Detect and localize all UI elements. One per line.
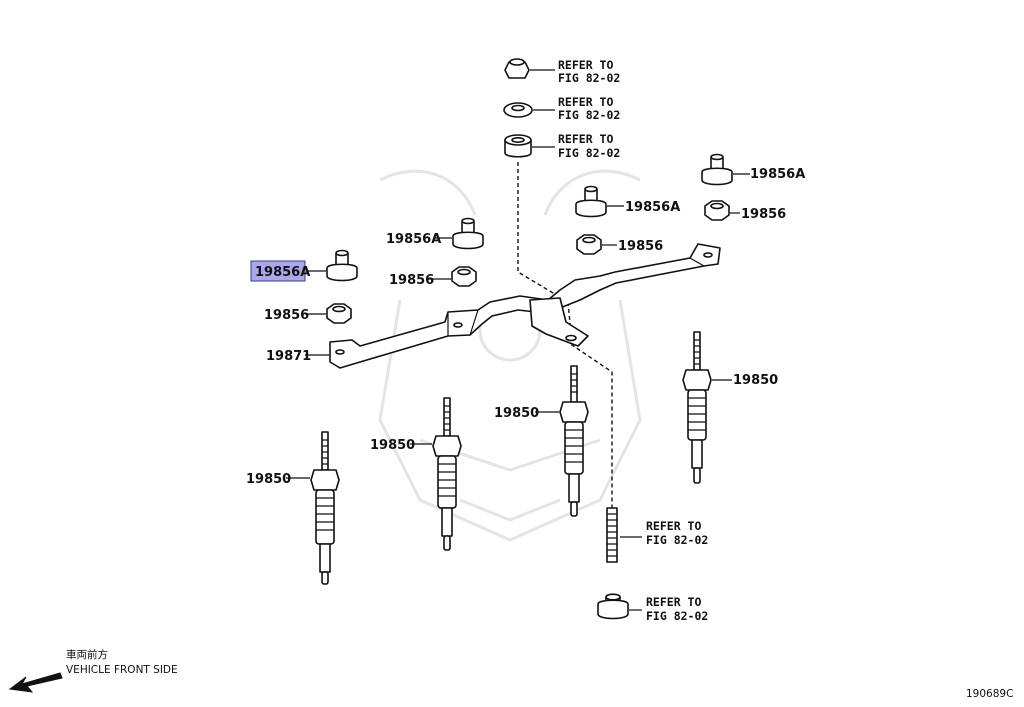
label-19871: 19871 bbox=[266, 349, 311, 364]
dashed-guide-upper bbox=[517, 162, 569, 303]
glow-plug-4 bbox=[682, 331, 732, 484]
nut-19856a-left bbox=[435, 217, 484, 250]
label-19850-plug-1: 19850 bbox=[246, 472, 291, 487]
refer-label-3b: FIG 82-02 bbox=[558, 146, 620, 160]
refer-stud bbox=[606, 507, 642, 563]
label-19850-plug-4: 19850 bbox=[733, 373, 778, 388]
watermark bbox=[378, 169, 642, 542]
label-19856-far-left: 19856 bbox=[264, 308, 309, 323]
glow-plug-bus-bar bbox=[305, 243, 721, 369]
label-19856a-left: 19856A bbox=[386, 232, 441, 247]
label-19856-top-right: 19856 bbox=[741, 207, 786, 222]
label-19856a-far-left[interactable]: 19856A bbox=[255, 265, 310, 280]
dashed-guide-lower bbox=[567, 301, 613, 508]
refer-label-1a: REFER TO bbox=[558, 58, 613, 72]
nut-19856a-top-right bbox=[701, 153, 750, 186]
label-19850-plug-2: 19850 bbox=[370, 438, 415, 453]
label-19856-center: 19856 bbox=[618, 239, 663, 254]
nut-19856a-center bbox=[575, 185, 624, 218]
glow-plug-1 bbox=[286, 431, 340, 585]
label-19850-plug-3: 19850 bbox=[494, 406, 539, 421]
glow-plug-2 bbox=[410, 397, 462, 551]
glow-plug-3 bbox=[535, 365, 589, 517]
refer-nut-1 bbox=[504, 58, 555, 79]
nut-19856-center bbox=[576, 234, 617, 255]
figure-id: 190689C bbox=[966, 688, 1013, 700]
refer-flange-nut bbox=[597, 593, 642, 620]
direction-label-japanese: 車両前方 bbox=[66, 648, 108, 661]
refer-label-4b: FIG 82-02 bbox=[646, 533, 708, 547]
refer-collar bbox=[504, 134, 555, 158]
refer-label-3a: REFER TO bbox=[558, 132, 613, 146]
refer-label-2b: FIG 82-02 bbox=[558, 108, 620, 122]
nut-19856-left bbox=[428, 266, 477, 287]
refer-label-5b: FIG 82-02 bbox=[646, 609, 708, 623]
nut-19856a-far-left bbox=[306, 249, 358, 282]
refer-washer bbox=[503, 102, 555, 118]
label-19856a-top-right: 19856A bbox=[750, 167, 805, 182]
nut-19856-far-left bbox=[305, 303, 352, 324]
label-19856-left: 19856 bbox=[389, 273, 434, 288]
nut-19856-top-right bbox=[704, 200, 740, 221]
refer-label-4a: REFER TO bbox=[646, 519, 701, 533]
direction-label-english: VEHICLE FRONT SIDE bbox=[66, 664, 178, 676]
label-19856a-center: 19856A bbox=[625, 200, 680, 215]
refer-label-1b: FIG 82-02 bbox=[558, 71, 620, 85]
highlight-19856a[interactable] bbox=[250, 260, 306, 282]
refer-label-2a: REFER TO bbox=[558, 95, 613, 109]
front-arrow-icon bbox=[8, 672, 63, 693]
refer-label-5a: REFER TO bbox=[646, 595, 701, 609]
